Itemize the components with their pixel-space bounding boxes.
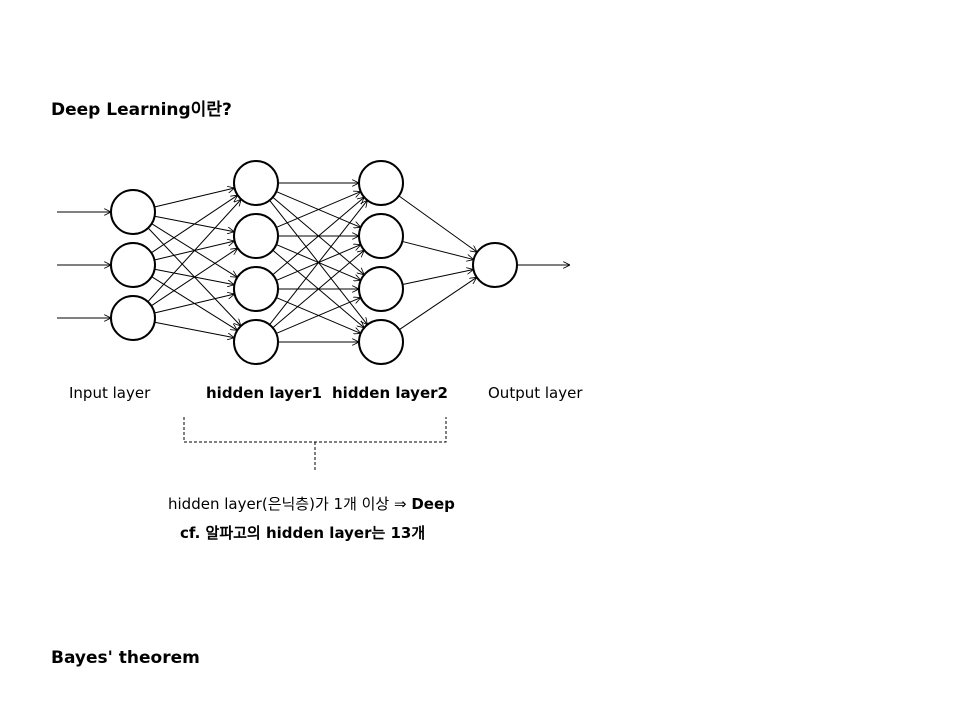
connection-edge	[276, 298, 360, 334]
hidden2-node	[358, 319, 404, 365]
hidden1-node	[233, 160, 279, 206]
input-layer-label: Input layer	[69, 384, 151, 402]
hidden-layer1-label: hidden layer1	[206, 384, 322, 402]
connection-edge	[151, 195, 237, 254]
hidden2-node	[358, 266, 404, 312]
connection-edge	[272, 250, 364, 329]
connection-edge	[269, 200, 368, 326]
connection-edge	[402, 270, 474, 285]
hidden1-node	[233, 213, 279, 259]
output-layer-label: Output layer	[488, 384, 583, 402]
hidden1-node	[233, 319, 279, 365]
input-node	[110, 189, 156, 235]
connection-edge	[276, 192, 360, 228]
section-title-bayes: Bayes' theorem	[51, 648, 200, 668]
hidden-layers-brace	[183, 417, 447, 470]
hidden2-node	[358, 160, 404, 206]
connection-edge	[147, 199, 241, 303]
connection-edge	[272, 197, 364, 276]
section-title-deep-learning: Deep Learning이란?	[51, 100, 232, 120]
deep-keyword: Deep	[411, 495, 455, 513]
hidden2-node	[358, 213, 404, 259]
connection-edge	[151, 248, 237, 307]
connection-edge	[154, 294, 234, 314]
hidden-layer2-label: hidden layer2	[332, 384, 448, 402]
input-node	[110, 242, 156, 288]
hidden1-node	[233, 266, 279, 312]
hidden-layer-note-text: hidden layer(은닉층)가 1개 이상 ⇒	[168, 495, 412, 513]
alphago-note: cf. 알파고의 hidden layer는 13개	[180, 524, 426, 542]
connection-edge	[398, 277, 477, 331]
connection-edge	[402, 240, 473, 259]
connection-edge	[398, 195, 477, 252]
connection-edge	[154, 321, 235, 338]
hidden-layer-note: hidden layer(은닉층)가 1개 이상 ⇒ Deep	[168, 493, 455, 514]
connection-edge	[154, 188, 234, 208]
input-node	[110, 295, 156, 341]
output-node	[472, 242, 518, 288]
